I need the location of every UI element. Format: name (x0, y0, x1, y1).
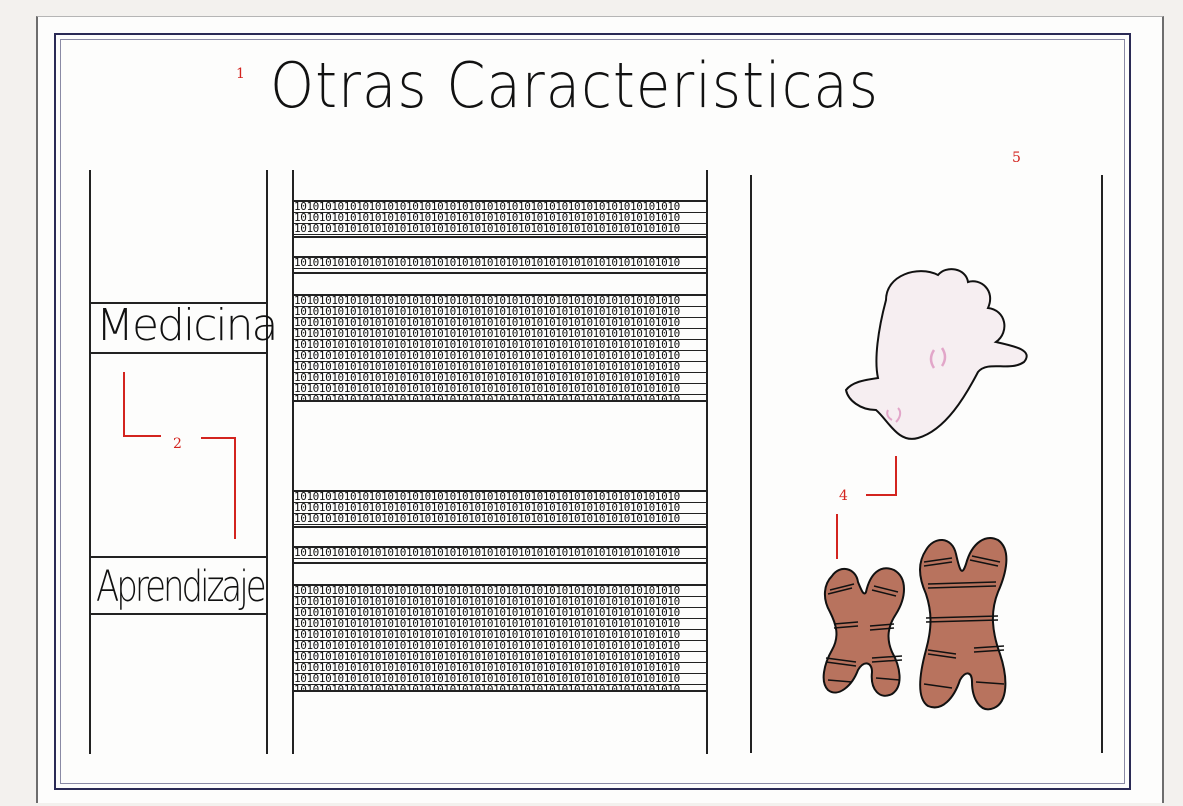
middle-column-left-border (292, 170, 294, 754)
chromosome-small-figure (822, 567, 905, 697)
binary-row: 1010101010101010101010101010101010101010… (294, 492, 706, 503)
binary-row: 1010101010101010101010101010101010101010… (294, 296, 706, 307)
marker-5: 5 (1012, 150, 1021, 166)
binary-band-5: 1010101010101010101010101010101010101010… (294, 546, 706, 564)
binary-row: 1010101010101010101010101010101010101010… (294, 586, 706, 597)
binary-row: 1010101010101010101010101010101010101010… (294, 607, 706, 619)
binary-row: 1010101010101010101010101010101010101010… (294, 383, 706, 395)
marker-1: 1 (236, 66, 245, 82)
binary-band-4: 1010101010101010101010101010101010101010… (294, 490, 706, 528)
page-frame-inner (60, 39, 1125, 784)
label-aprendizaje: Aprendizaje (96, 562, 267, 612)
left-column-left-border (89, 170, 91, 754)
binary-band-6: 1010101010101010101010101010101010101010… (294, 584, 706, 692)
marker-2: 2 (173, 436, 182, 452)
binary-row: 1010101010101010101010101010101010101010… (294, 202, 706, 213)
binary-row: 1010101010101010101010101010101010101010… (294, 212, 706, 224)
label-medicina: Medicina (96, 300, 278, 351)
binary-row: 1010101010101010101010101010101010101010… (294, 361, 706, 373)
right-column-left-border (750, 175, 752, 753)
aprendizaje-box-bottom (91, 613, 267, 615)
medicina-box-bottom (91, 352, 267, 354)
binary-row: 1010101010101010101010101010101010101010… (294, 394, 706, 400)
binary-row: 1010101010101010101010101010101010101010… (294, 640, 706, 652)
bracket-4-vertical (895, 456, 897, 496)
binary-row: 1010101010101010101010101010101010101010… (294, 350, 706, 362)
binary-row: 1010101010101010101010101010101010101010… (294, 339, 706, 351)
bracket-4-pointer (836, 514, 838, 559)
medicina-box-top (91, 302, 267, 304)
binary-row: 1010101010101010101010101010101010101010… (294, 502, 706, 514)
binary-row: 1010101010101010101010101010101010101010… (294, 548, 706, 559)
binary-row: 1010101010101010101010101010101010101010… (294, 328, 706, 340)
binary-row: 1010101010101010101010101010101010101010… (294, 673, 706, 685)
binary-row: 1010101010101010101010101010101010101010… (294, 372, 706, 384)
marker-4: 4 (839, 488, 848, 504)
binary-row: 1010101010101010101010101010101010101010… (294, 629, 706, 641)
binary-row: 1010101010101010101010101010101010101010… (294, 306, 706, 318)
bracket-2-left-vertical (123, 372, 125, 436)
binary-band-3: 1010101010101010101010101010101010101010… (294, 294, 706, 402)
binary-row: 1010101010101010101010101010101010101010… (294, 651, 706, 663)
right-column-right-border (1101, 175, 1103, 753)
binary-row: 1010101010101010101010101010101010101010… (294, 317, 706, 329)
binary-row: 1010101010101010101010101010101010101010… (294, 223, 706, 235)
left-column-right-border (266, 170, 268, 754)
chromosome-large-figure (919, 537, 1008, 711)
binary-band-2: 1010101010101010101010101010101010101010… (294, 256, 706, 274)
binary-row: 1010101010101010101010101010101010101010… (294, 513, 706, 525)
binary-row: 1010101010101010101010101010101010101010… (294, 684, 706, 690)
page-title: Otras Caracteristicas (270, 50, 879, 123)
page-frame (54, 33, 1131, 790)
bracket-2-right-vertical (234, 437, 236, 539)
bracket-2-right-horizontal (201, 437, 236, 439)
hand-figure (844, 268, 1028, 440)
aprendizaje-box-top (91, 556, 267, 558)
middle-column-right-border (706, 170, 708, 754)
binary-band-1: 1010101010101010101010101010101010101010… (294, 200, 706, 238)
binary-row: 1010101010101010101010101010101010101010… (294, 596, 706, 608)
binary-row: 1010101010101010101010101010101010101010… (294, 258, 706, 269)
binary-row: 1010101010101010101010101010101010101010… (294, 662, 706, 674)
bracket-4-horizontal (866, 494, 897, 496)
bracket-2-left-horizontal (123, 435, 161, 437)
binary-row: 1010101010101010101010101010101010101010… (294, 618, 706, 630)
